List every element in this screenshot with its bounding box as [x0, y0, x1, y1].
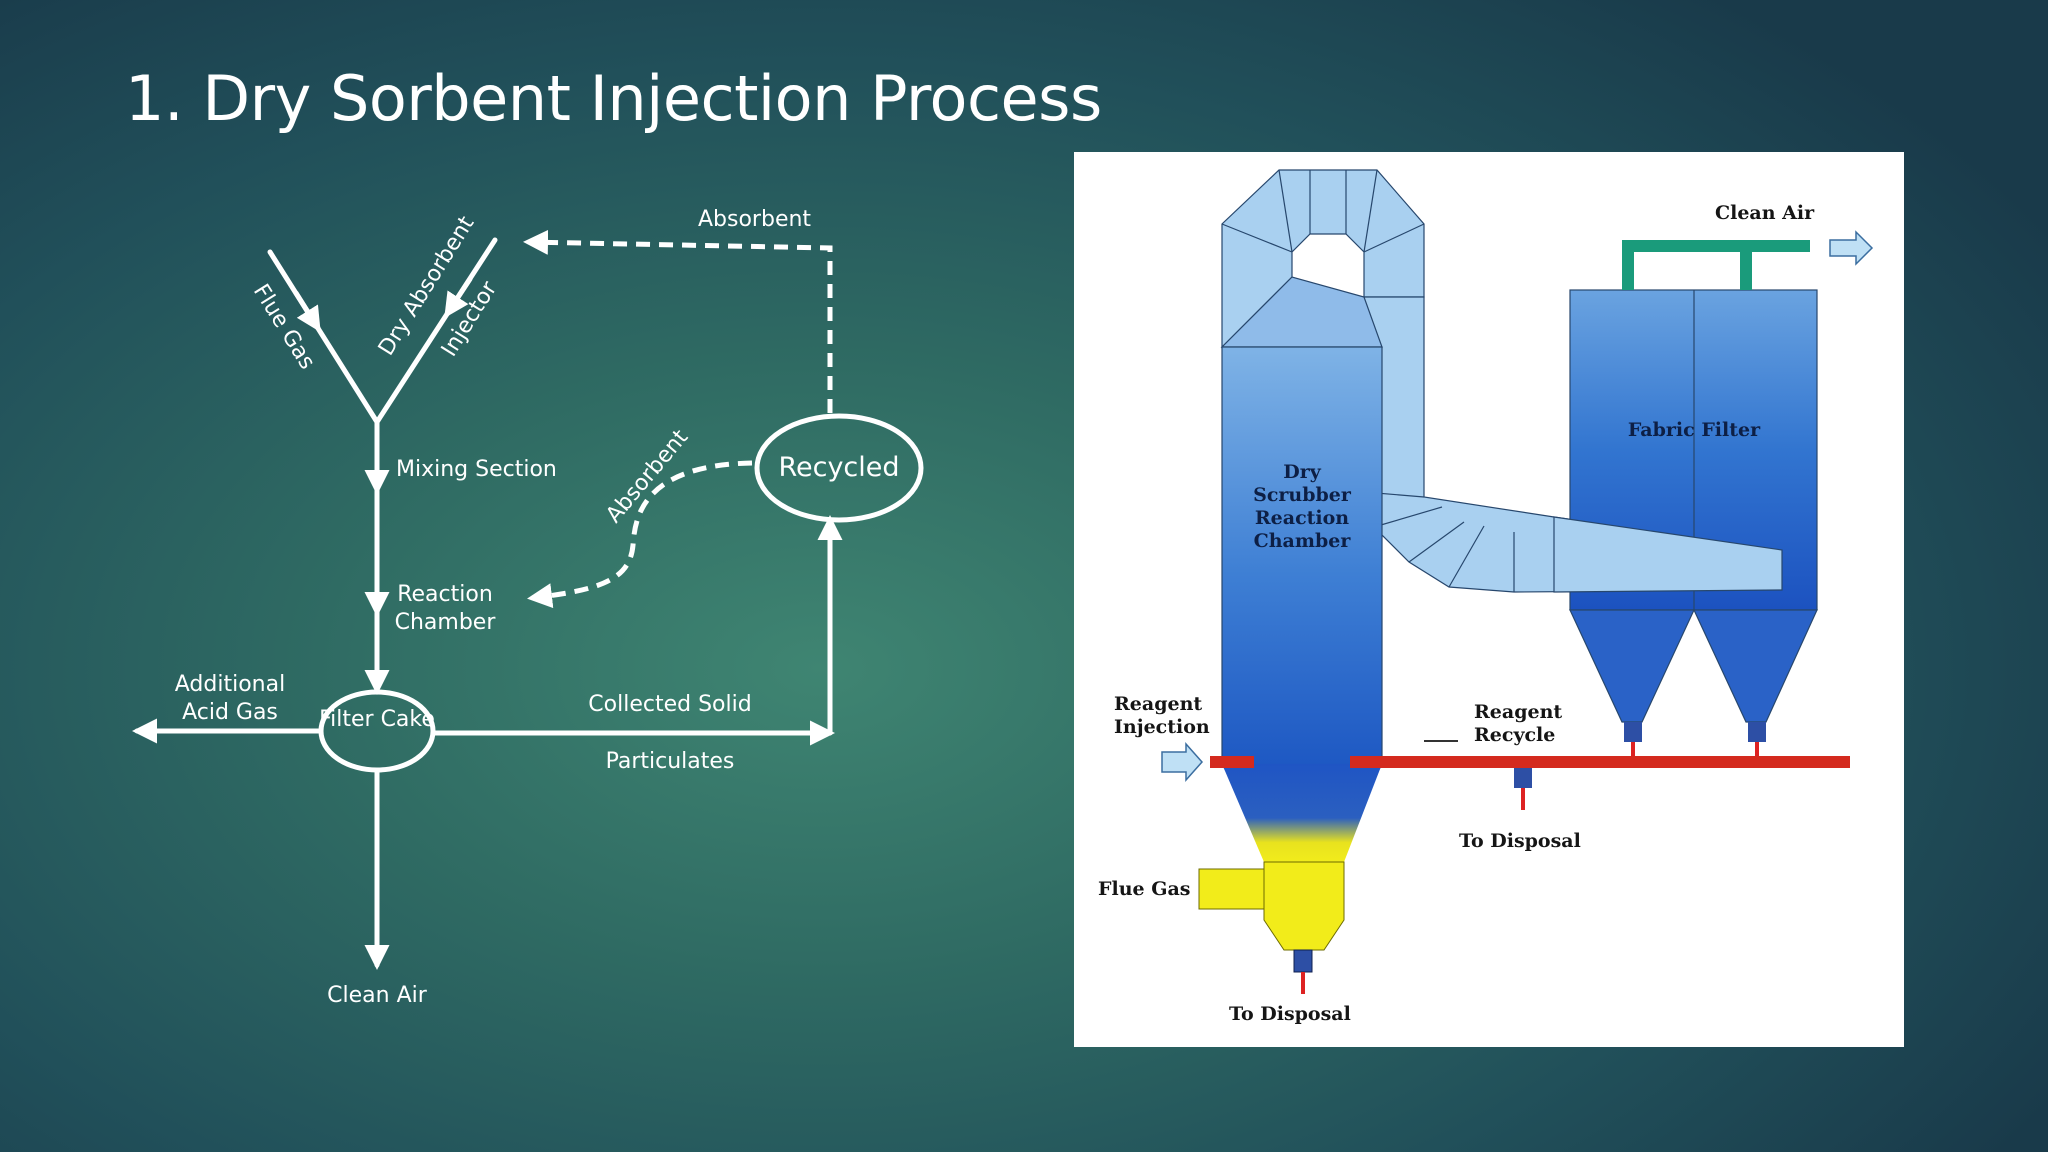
recycled-node	[754, 413, 924, 523]
label-chamber-line2: Scrubber	[1253, 484, 1352, 506]
label-recycled: Recycled	[778, 452, 899, 483]
slide-title: 1. Dry Sorbent Injection Process	[125, 62, 1102, 135]
label-chamber-line4: Chamber	[1254, 530, 1352, 552]
label-flue-gas: Flue Gas	[248, 280, 320, 374]
absorbent-curve-dashed-line	[527, 460, 753, 609]
label-absorbent-top: Absorbent	[698, 207, 811, 232]
absorbent-inlet-arrow	[444, 276, 473, 319]
flue-gas-inlet-arrow	[293, 290, 321, 333]
label-collected-solid: Collected Solid	[588, 692, 751, 717]
reagent-injection-pipe	[1210, 756, 1254, 768]
clean-air-outlet-pipe	[1622, 240, 1810, 290]
reagent-injection-arrow-icon	[1161, 742, 1204, 782]
equipment-illustration: Clean Air Fabric Filter Dry Scrubber Rea…	[1074, 152, 1904, 1047]
label-clean-air: Clean Air	[327, 983, 428, 1008]
filter-cake-node	[318, 689, 436, 773]
label-reagent-injection-line2: Injection	[1114, 716, 1210, 738]
label-flue-gas-equip: Flue Gas	[1098, 878, 1190, 900]
lower-hopper	[1263, 861, 1345, 951]
label-chamber-line3: Reaction	[1255, 507, 1349, 529]
rotary-valve-bottom	[1293, 949, 1313, 973]
label-reaction-line1: Reaction	[397, 582, 493, 607]
label-fabric-filter: Fabric Filter	[1628, 419, 1761, 441]
absorbent-return-dashed-line	[523, 229, 833, 413]
ash-hopper	[1222, 764, 1382, 862]
label-chamber-line1: Dry	[1283, 461, 1321, 483]
reagent-recycle-pipe	[1350, 756, 1850, 768]
flue-gas-inlet-box	[1198, 868, 1275, 910]
label-reagent-recycle-line1: Reagent	[1474, 701, 1562, 723]
label-particulates: Particulates	[606, 749, 735, 774]
label-filter-cake: Filter Cake	[319, 707, 435, 732]
rotary-valve-mid	[1514, 768, 1532, 788]
absorbent-inlet-line	[374, 237, 498, 425]
label-to-disposal-mid: To Disposal	[1459, 830, 1581, 852]
flue-gas-inlet-line	[267, 249, 380, 425]
dry-scrubber-drawing: Clean Air Fabric Filter Dry Scrubber Rea…	[1098, 169, 1874, 1025]
label-clean-air-equip: Clean Air	[1715, 202, 1815, 224]
label-additional-line1: Additional	[175, 672, 285, 697]
label-reagent-injection-line1: Reagent	[1114, 693, 1202, 715]
label-mixing-section: Mixing Section	[396, 457, 557, 482]
duct-inlet-to-filter	[1553, 516, 1783, 593]
label-reaction-line2: Chamber	[395, 610, 497, 635]
label-reagent-recycle-line2: Recycle	[1474, 724, 1555, 746]
label-to-disposal-bottom: To Disposal	[1229, 1003, 1351, 1025]
clean-air-arrow-icon	[1829, 230, 1874, 266]
label-additional-line2: Acid Gas	[182, 700, 278, 725]
process-flow-diagram: Flue Gas Dry Absorbent Injector Absorben…	[132, 207, 924, 1008]
